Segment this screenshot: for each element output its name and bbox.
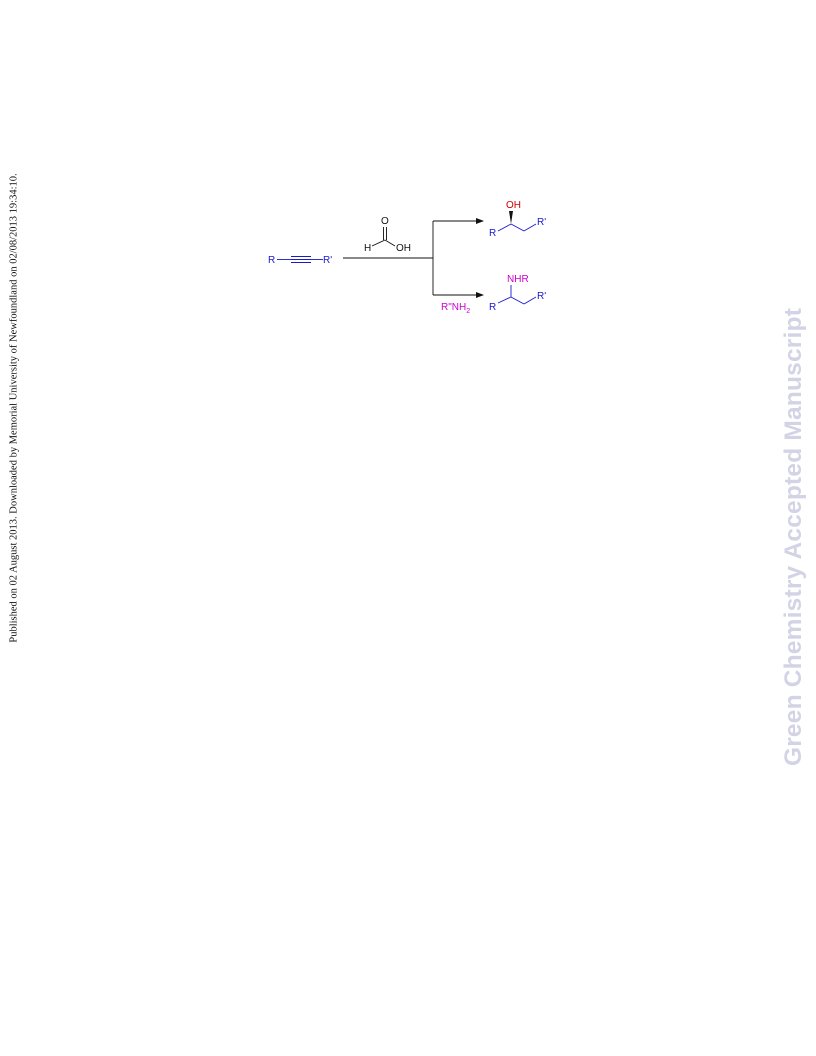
formic-acid-reagent: O H OH xyxy=(364,216,411,254)
amine-reagent: R"NH2 xyxy=(441,302,470,315)
amine-product: NHR R R' xyxy=(489,274,546,313)
formic-oh-bond xyxy=(384,239,396,247)
alcohol-bond-r-prime xyxy=(523,223,537,232)
reactant-r-label: R xyxy=(268,255,275,266)
alcohol-oh-label: OH xyxy=(506,200,521,211)
alkyne-reactant: R R' xyxy=(268,255,332,266)
amine-bond-ch2 xyxy=(510,296,525,305)
amine-reagent-label: R"NH2 xyxy=(441,302,470,315)
alcohol-r-prime-label: R' xyxy=(537,217,546,228)
alcohol-product: OH R R' xyxy=(489,200,546,239)
branch-arrows xyxy=(343,218,484,298)
alcohol-bond-ch2 xyxy=(510,223,525,232)
alcohol-r-label: R xyxy=(489,228,496,239)
alcohol-bond-r xyxy=(497,223,512,232)
alcohol-wedge-bond xyxy=(509,211,513,224)
amine-bond-r xyxy=(497,296,512,304)
amine-nhr-label: NHR xyxy=(507,274,529,285)
formic-o-label: O xyxy=(381,216,389,227)
reactant-r-prime-label: R' xyxy=(323,255,332,266)
amine-bond-r-prime xyxy=(523,296,537,305)
formic-h-label: H xyxy=(364,243,371,254)
amine-r-label: R xyxy=(489,302,496,313)
amine-r-prime-label: R' xyxy=(537,291,546,302)
formic-oh-label: OH xyxy=(396,243,411,254)
formic-h-bond xyxy=(371,239,386,247)
